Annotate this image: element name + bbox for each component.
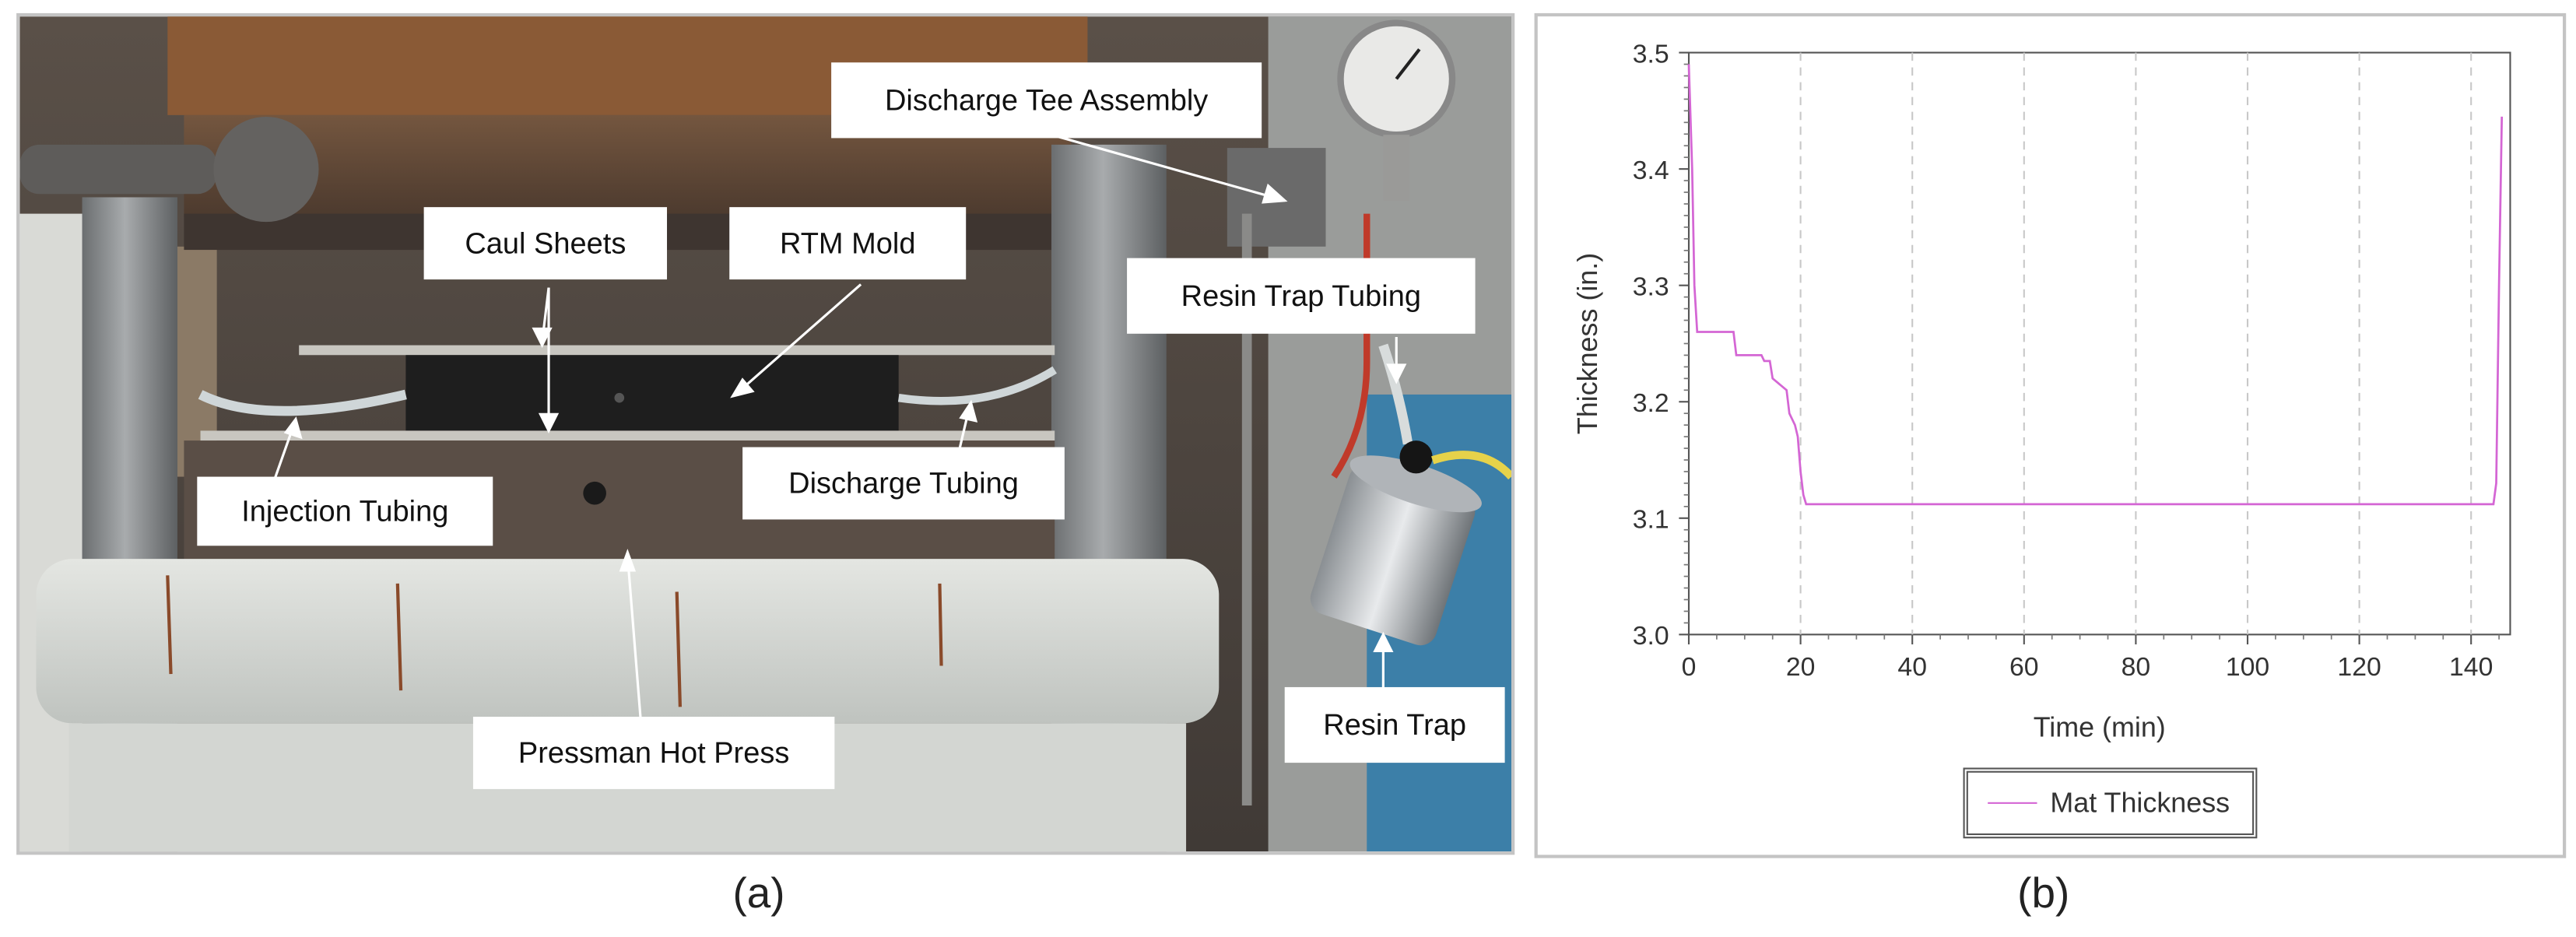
callout-caul-sheets: Caul Sheets	[423, 207, 668, 280]
gridlines	[1799, 52, 2472, 635]
axis-ticks	[1679, 51, 2500, 645]
x-tick-label-60: 60	[2009, 652, 2039, 682]
callout-discharge-tubing: Discharge Tubing	[742, 447, 1065, 520]
red-line	[1331, 213, 1370, 479]
chart-legend: Mat Thickness	[1963, 767, 2258, 839]
discharge-tube-path	[897, 366, 1057, 405]
x-tick-label-40: 40	[1897, 652, 1927, 682]
press-base	[36, 559, 1220, 724]
y-tick-labels: 3.0 3.1 3.2 3.3 3.4 3.5	[1633, 39, 1669, 651]
platen-hole	[583, 481, 606, 505]
callout-resin-trap-tubing: Resin Trap Tubing	[1127, 258, 1476, 334]
trap-tubing	[1378, 343, 1413, 445]
y-tick-label-1: 3.1	[1633, 504, 1669, 534]
mold-bolt	[614, 392, 625, 403]
callout-rtm-mold: RTM Mold	[729, 207, 967, 280]
series-mat-thickness-line	[1687, 64, 2504, 506]
x-tick-label-100: 100	[2226, 652, 2269, 682]
rust-streaks	[166, 575, 943, 707]
y-tick-label-4: 3.4	[1633, 156, 1669, 185]
y-tick-label-0: 3.0	[1633, 621, 1669, 651]
x-tick-label-120: 120	[2337, 652, 2381, 682]
legend-label-mat-thickness: Mat Thickness	[2050, 786, 2230, 818]
x-axis-label: Time (min)	[2034, 711, 2166, 742]
trap-knob	[1399, 440, 1433, 474]
x-tick-label-0: 0	[1682, 652, 1697, 682]
pipe-elbow	[213, 116, 319, 223]
resin-trap-can	[1310, 455, 1482, 646]
y-tick-label-5: 3.5	[1633, 39, 1669, 68]
vertical-rod	[1241, 213, 1252, 806]
caul-sheet-bottom	[200, 430, 1055, 441]
x-tick-label-20: 20	[1786, 652, 1816, 682]
x-tick-label-80: 80	[2122, 652, 2151, 682]
panel-b-label: (b)	[2017, 868, 2070, 918]
callout-injection-tubing: Injection Tubing	[197, 476, 493, 546]
yellow-hose	[1431, 451, 1512, 480]
callout-pressman-hot-press: Pressman Hot Press	[472, 716, 835, 789]
callout-discharge-tee: Discharge Tee Assembly	[831, 62, 1262, 139]
leader-lines	[273, 133, 1407, 721]
y-axis-label: Thickness (in.)	[1572, 253, 1603, 434]
x-tick-label-140: 140	[2449, 652, 2493, 682]
injection-tube-path	[198, 389, 407, 416]
callout-resin-trap: Resin Trap	[1284, 686, 1505, 763]
gauge-stem	[1383, 135, 1410, 201]
panel-a-label: (a)	[732, 868, 785, 918]
gauge-needle	[1395, 48, 1421, 80]
plot-area	[1687, 51, 2511, 636]
y-tick-label-2: 3.2	[1633, 388, 1669, 418]
caul-sheet-top	[299, 345, 1055, 356]
y-tick-label-3: 3.3	[1633, 272, 1669, 301]
x-tick-labels: 0 20 40 60 80 100 120 140	[1682, 652, 2494, 682]
rtm-mold-body	[405, 355, 899, 431]
left-pipe	[19, 144, 217, 195]
legend-swatch-mat-thickness	[1988, 802, 2037, 804]
press-photo: Discharge Tee Assembly Caul Sheets RTM M…	[16, 12, 1515, 855]
